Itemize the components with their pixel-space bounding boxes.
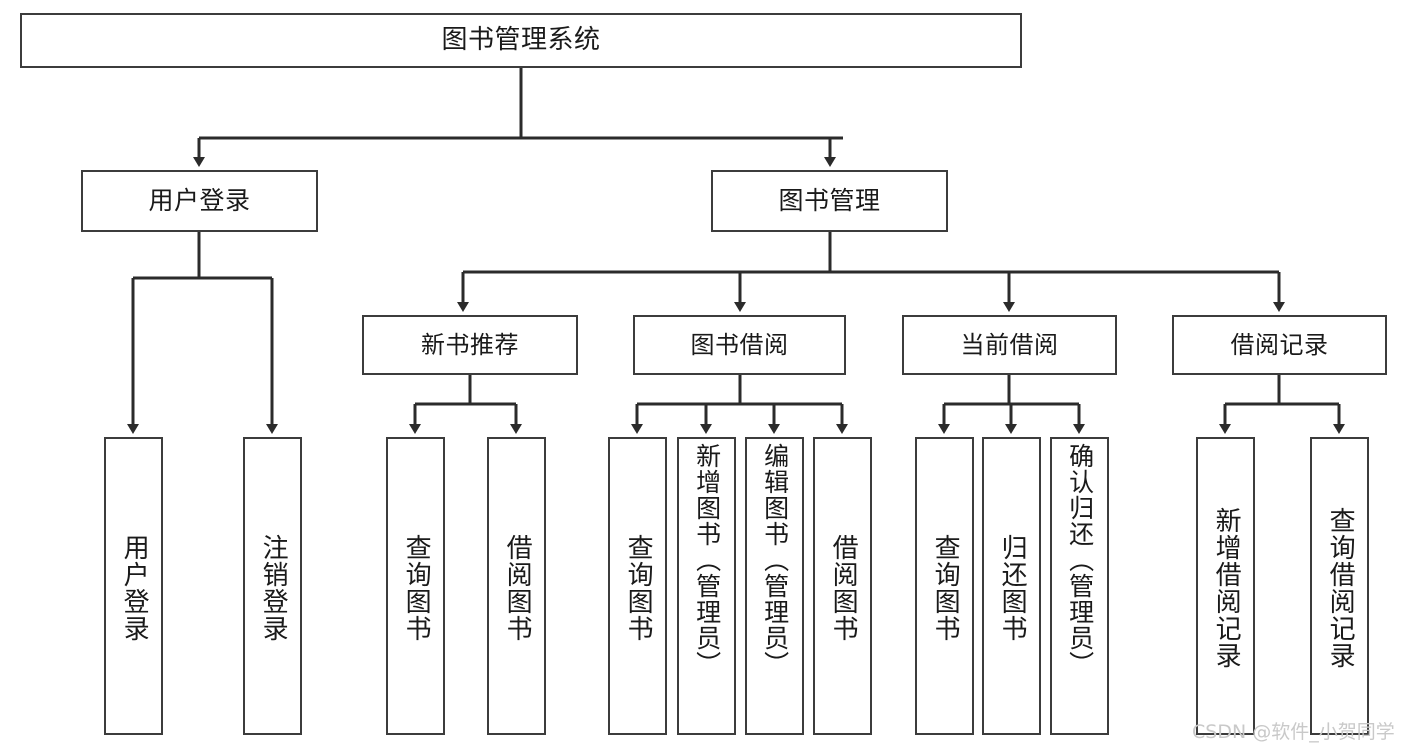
node-book-borrow-label: 图书借阅 bbox=[690, 330, 789, 359]
node-book-manage-label: 图书管理 bbox=[778, 186, 881, 216]
node-leaf-query-record[interactable]: 查询借阅记录 bbox=[1310, 437, 1369, 735]
node-current-borrow-label: 当前借阅 bbox=[960, 330, 1059, 359]
node-leaf-add-book-label: 新增图书（管理员） bbox=[692, 443, 722, 677]
node-leaf-return-book-label: 归还图书 bbox=[997, 534, 1028, 642]
node-current-borrow[interactable]: 当前借阅 bbox=[902, 315, 1117, 375]
node-leaf-query-record-label: 查询借阅记录 bbox=[1325, 507, 1356, 669]
node-leaf-return-book[interactable]: 归还图书 bbox=[982, 437, 1041, 735]
node-book-manage[interactable]: 图书管理 bbox=[711, 170, 948, 232]
node-leaf-add-book[interactable]: 新增图书（管理员） bbox=[677, 437, 736, 735]
node-leaf-logout[interactable]: 注销登录 bbox=[243, 437, 302, 735]
node-leaf-query-book-borrow-label: 查询图书 bbox=[623, 534, 654, 642]
node-leaf-borrow-book-rec[interactable]: 借阅图书 bbox=[487, 437, 546, 735]
node-user-login[interactable]: 用户登录 bbox=[81, 170, 318, 232]
node-new-book-rec[interactable]: 新书推荐 bbox=[362, 315, 578, 375]
node-leaf-borrow-book[interactable]: 借阅图书 bbox=[813, 437, 872, 735]
node-leaf-query-book-borrow[interactable]: 查询图书 bbox=[608, 437, 667, 735]
node-leaf-add-record-label: 新增借阅记录 bbox=[1211, 507, 1242, 669]
node-leaf-add-record[interactable]: 新增借阅记录 bbox=[1196, 437, 1255, 735]
node-borrow-record-label: 借阅记录 bbox=[1230, 330, 1329, 359]
node-book-borrow[interactable]: 图书借阅 bbox=[633, 315, 846, 375]
node-leaf-borrow-book-label: 借阅图书 bbox=[828, 534, 859, 642]
node-leaf-query-book-rec-label: 查询图书 bbox=[401, 534, 432, 642]
node-leaf-query-book-rec[interactable]: 查询图书 bbox=[386, 437, 445, 735]
node-leaf-user-login[interactable]: 用户登录 bbox=[104, 437, 163, 735]
csdn-watermark: CSDN @软件_小贺同学 bbox=[1192, 721, 1395, 743]
node-leaf-query-book-cur[interactable]: 查询图书 bbox=[915, 437, 974, 735]
node-leaf-confirm-return[interactable]: 确认归还（管理员） bbox=[1050, 437, 1109, 735]
node-leaf-logout-label: 注销登录 bbox=[258, 534, 289, 642]
node-leaf-query-book-cur-label: 查询图书 bbox=[930, 534, 961, 642]
node-root[interactable]: 图书管理系统 bbox=[20, 13, 1022, 68]
node-root-label: 图书管理系统 bbox=[441, 25, 601, 56]
node-leaf-edit-book-label: 编辑图书（管理员） bbox=[760, 443, 790, 677]
node-borrow-record[interactable]: 借阅记录 bbox=[1172, 315, 1387, 375]
node-user-login-label: 用户登录 bbox=[148, 186, 251, 216]
node-leaf-user-login-label: 用户登录 bbox=[119, 534, 150, 642]
node-leaf-confirm-return-label: 确认归还（管理员） bbox=[1065, 443, 1095, 677]
node-leaf-borrow-book-rec-label: 借阅图书 bbox=[502, 534, 533, 642]
node-new-book-rec-label: 新书推荐 bbox=[421, 330, 519, 359]
node-leaf-edit-book[interactable]: 编辑图书（管理员） bbox=[745, 437, 804, 735]
